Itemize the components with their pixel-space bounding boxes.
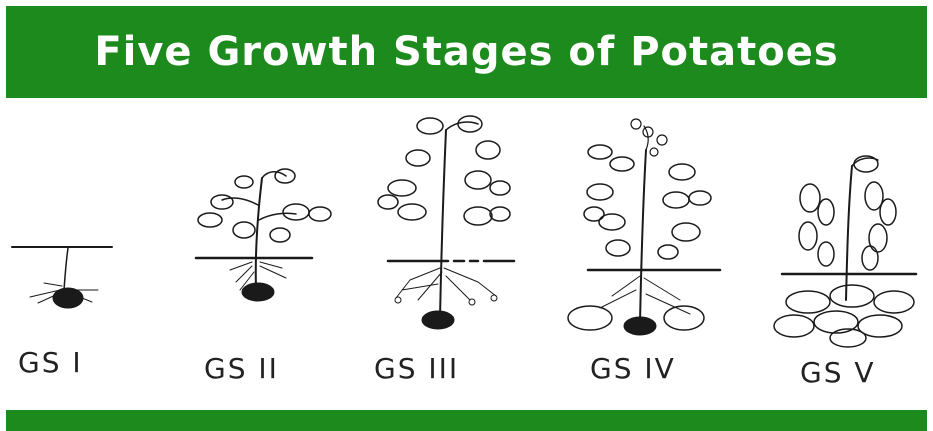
- stage-3-plant: [378, 116, 518, 329]
- stage-1-seed-tuber: [53, 288, 83, 308]
- stage-label-gs5: GS V: [800, 356, 876, 389]
- stage-2-plant: [196, 169, 331, 301]
- new-tuber: [786, 291, 830, 313]
- footer-banner: [6, 410, 927, 431]
- stage-4-seed-tuber: [624, 317, 656, 335]
- stage-label-gs4: GS IV: [590, 352, 676, 385]
- new-tuber: [568, 306, 612, 330]
- stage-label-gs2: GS II: [204, 352, 279, 385]
- stage-5-plant: [774, 156, 916, 347]
- stage-4-plant: [568, 119, 720, 335]
- stage-2-seed-tuber: [242, 283, 274, 301]
- stage-1-plant: [12, 247, 112, 308]
- stage-label-gs3: GS III: [374, 352, 459, 385]
- stage-3-seed-tuber: [422, 311, 454, 329]
- flower: [631, 119, 641, 129]
- stage-label-gs1: GS I: [18, 346, 83, 379]
